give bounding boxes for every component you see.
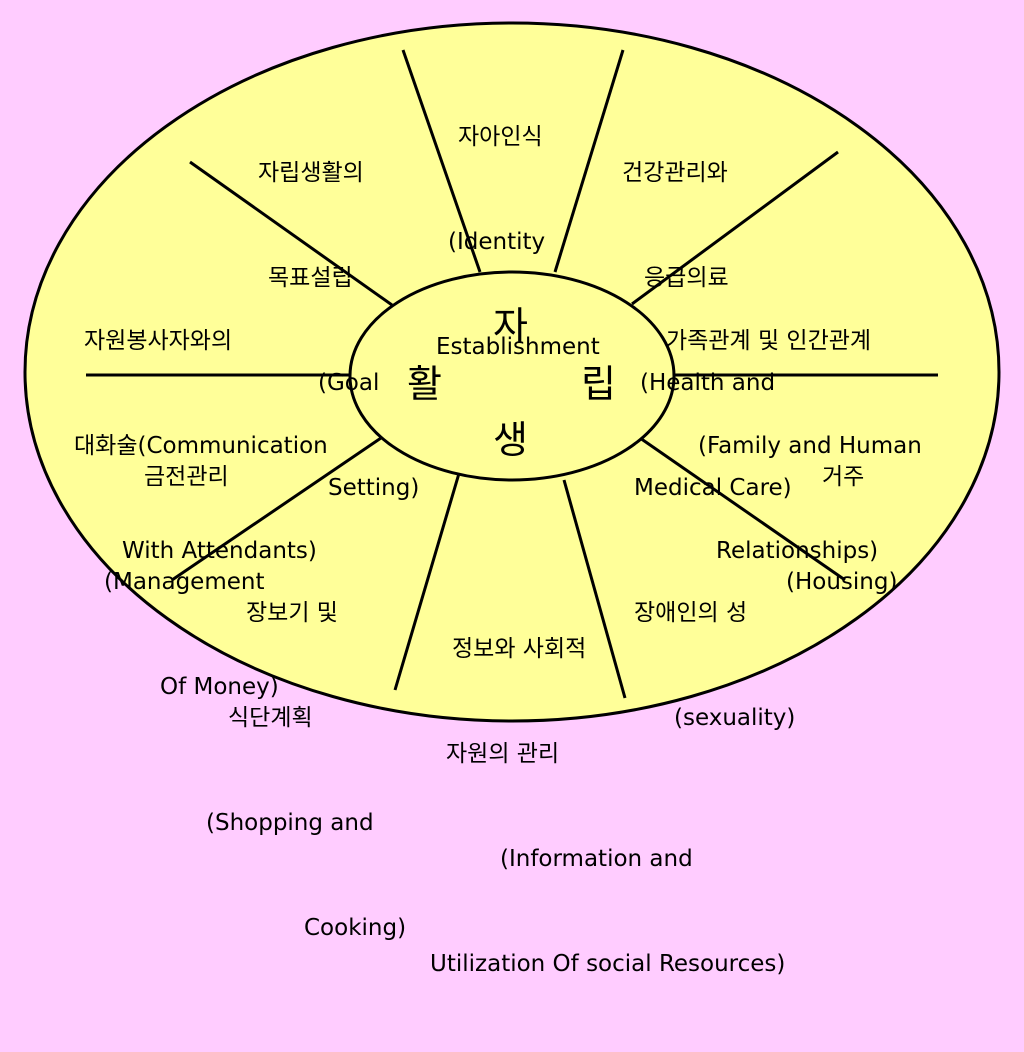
topic-line: 건강관리와: [622, 160, 728, 186]
topic-line: 목표설립: [268, 265, 353, 291]
topic-line: Relationships): [716, 538, 879, 564]
topic-line: (Shopping and: [206, 810, 374, 836]
topic-line: (Health and: [640, 370, 776, 396]
topic-line: (Goal: [318, 370, 380, 396]
topic-identity: 자아인식 (Identity Establishment: [426, 50, 600, 435]
topic-line: 자아인식: [458, 124, 543, 150]
spoke-line: [631, 150, 839, 306]
topic-line: (Family and Human: [698, 433, 922, 459]
topic-line: Utilization Of social Resources): [430, 951, 786, 977]
topic-line: Cooking): [304, 915, 407, 941]
center-ellipse: [348, 270, 676, 482]
topic-line: With Attendants): [122, 538, 317, 564]
topic-line: 대화술(Communication: [74, 433, 328, 459]
independent-living-diagram: 자 활 립 생 자아인식 (Identity Establishment 건강관…: [23, 21, 1001, 977]
topic-line: (sexuality): [674, 705, 796, 731]
topic-line: 장애인의 성: [634, 600, 748, 626]
center-char-left: 활: [407, 362, 442, 406]
spoke-line: [562, 479, 627, 699]
spokes: [86, 49, 938, 699]
center-char-bottom: 생: [493, 418, 528, 462]
topic-line: 장보기 및: [246, 600, 338, 626]
topic-line: Of Money): [160, 674, 279, 700]
center-char-top: 자: [493, 304, 528, 348]
topic-line: 자립생활의: [258, 160, 364, 186]
topic-line: 정보와 사회적: [452, 636, 587, 662]
topic-line: (Housing): [786, 569, 898, 595]
spoke-line: [639, 436, 846, 582]
diagram-canvas: [23, 21, 1001, 723]
topic-line: Establishment: [436, 334, 600, 360]
topic-line: 거주: [822, 464, 865, 490]
topic-housing: 거주 (Housing): [786, 390, 897, 670]
spoke-line: [189, 160, 393, 307]
topic-money: 금전관리 (Management Of Money): [104, 390, 279, 775]
topic-line: 식단계획: [228, 705, 313, 731]
topic-information: 정보와 사회적 자원의 관리 (Information and Utilizat…: [430, 562, 785, 1052]
topic-line: Medical Care): [634, 475, 792, 501]
topic-line: (Information and: [500, 846, 693, 872]
topic-communication: 자원봉사자와의 대화술(Communication With Attendant…: [74, 254, 328, 639]
spoke-line: [171, 434, 385, 582]
topic-line: 금전관리: [144, 464, 229, 490]
spoke-line: [401, 49, 482, 273]
topic-line: Setting): [328, 475, 420, 501]
topic-health: 건강관리와 응급의료 (Health and Medical Care): [622, 86, 792, 576]
topic-family: 가족관계 및 인간관계 (Family and Human Relationsh…: [666, 254, 922, 639]
spoke-line: [393, 469, 462, 691]
topic-line: 자원봉사자와의: [84, 328, 233, 354]
topic-line: 가족관계 및 인간관계: [666, 328, 872, 354]
topic-goal: 자립생활의 목표설립 (Goal Setting): [258, 86, 419, 576]
topic-sexuality: 장애인의 성 (sexuality): [634, 526, 795, 806]
center-char-right: 립: [581, 362, 616, 406]
topic-line: 응급의료: [644, 265, 729, 291]
topic-line: (Identity: [448, 229, 546, 255]
topic-line: 자원의 관리: [446, 741, 560, 767]
spoke-line: [553, 49, 625, 273]
topic-line: (Management: [104, 569, 265, 595]
